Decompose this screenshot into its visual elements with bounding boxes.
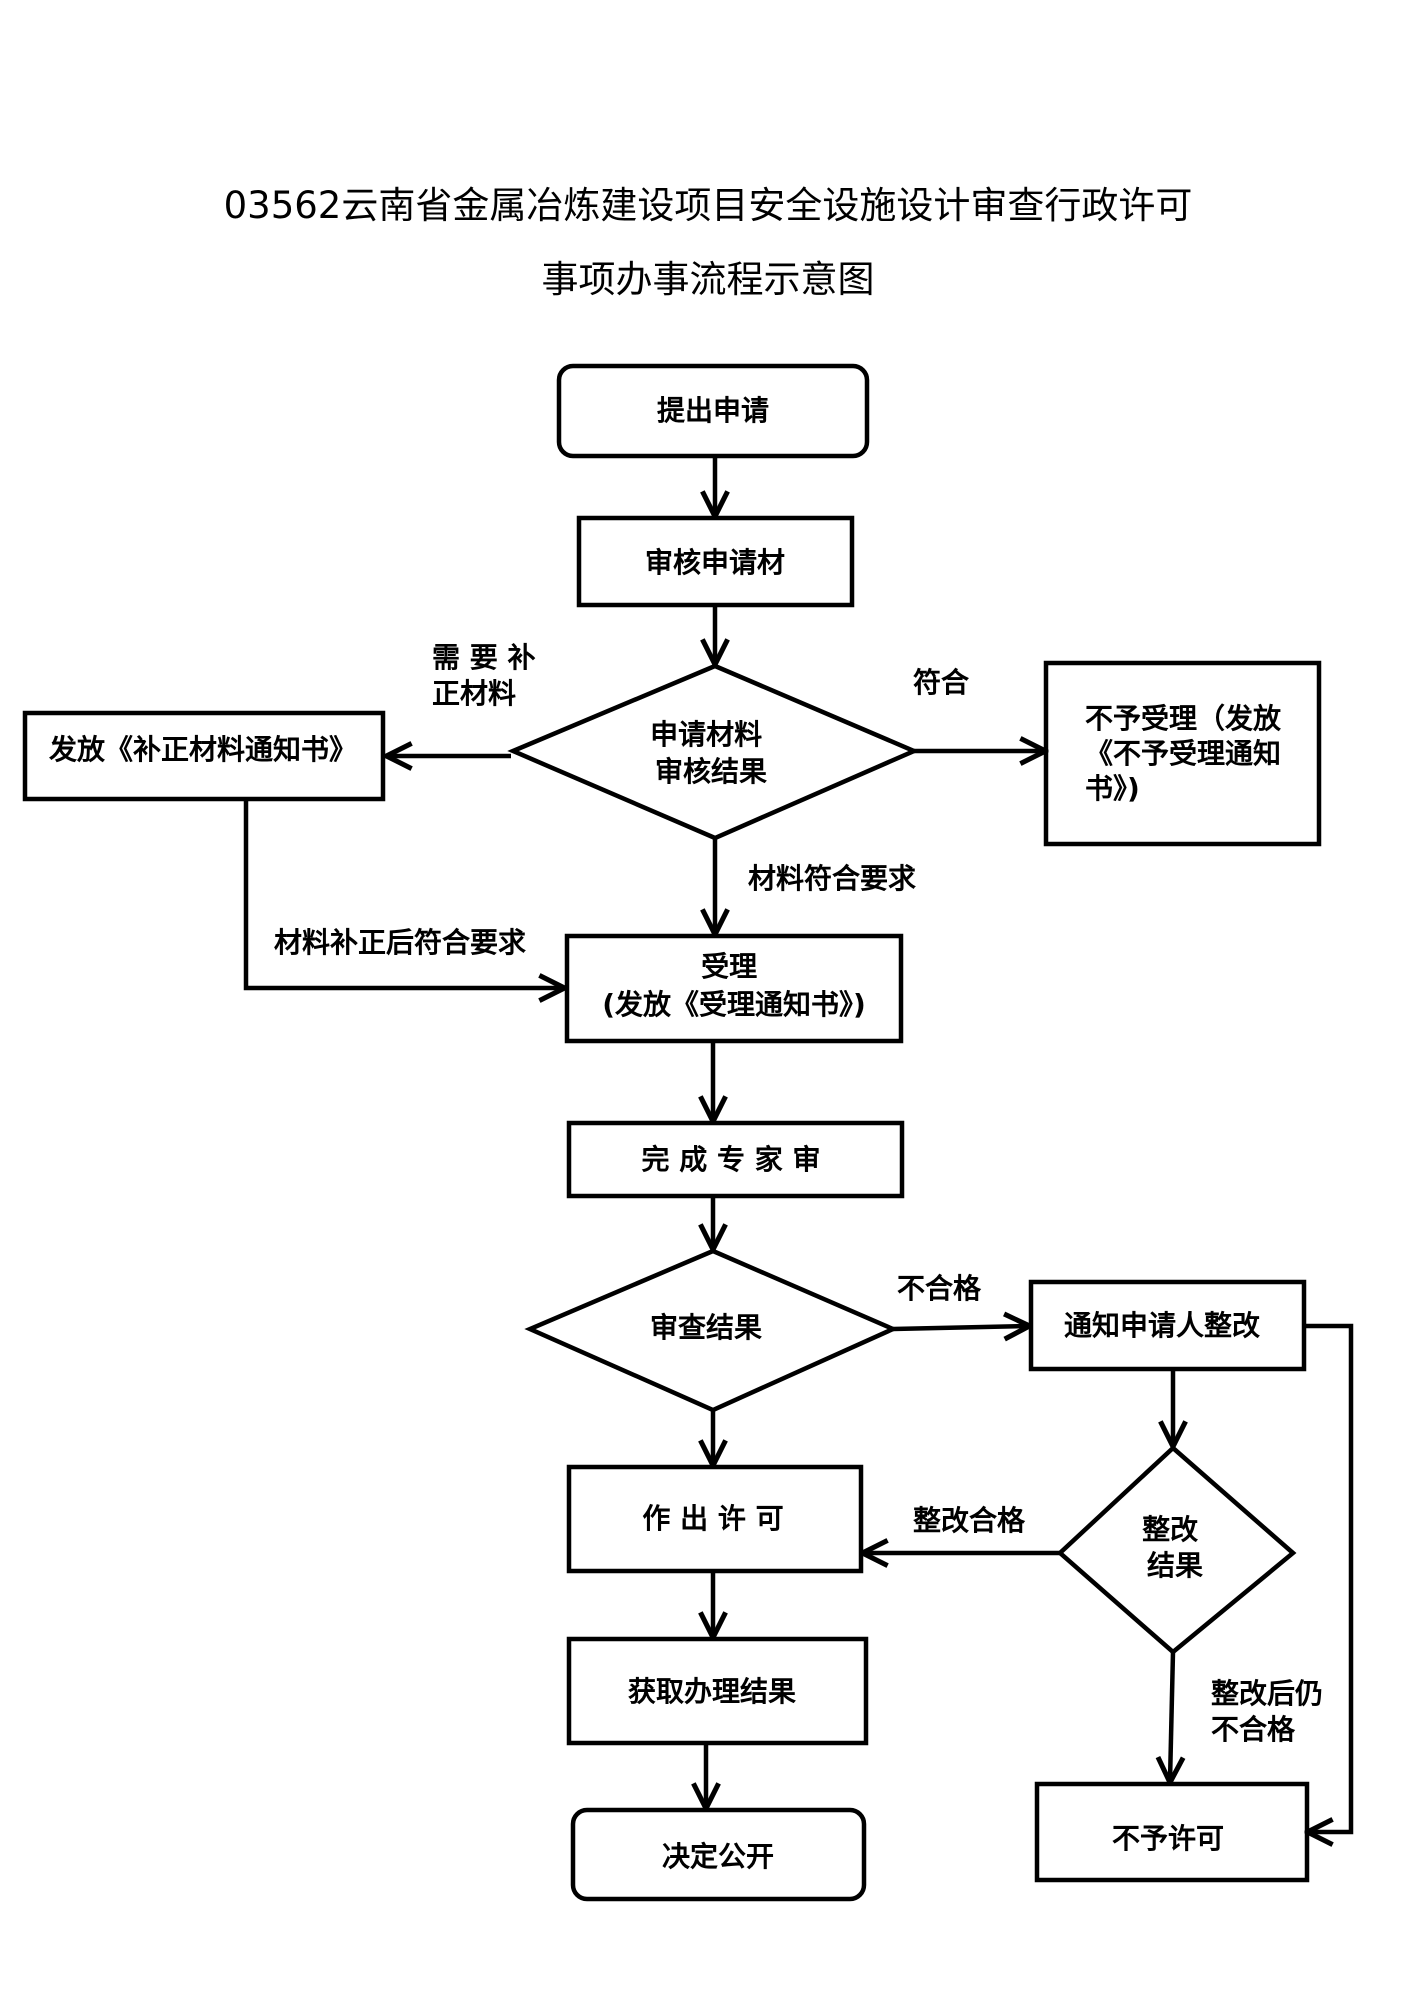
page-title-line2: 事项办事流程示意图 — [542, 258, 875, 301]
node-grant-permit-label: 作 出 许 可 — [642, 1502, 783, 1535]
edge-correction-to-accept — [243, 799, 563, 988]
node-accept-label: 受理 (发放《受理通知书》) — [602, 950, 866, 1021]
node-accept — [564, 933, 904, 1044]
node-publish-decision-label: 决定公开 — [662, 1840, 774, 1873]
node-submit-application — [556, 363, 870, 459]
edge-label-still-not-qualified: 整改后仍 不合格 — [1211, 1677, 1333, 1746]
node-material-review-result-label: 申请材料 审核结果 — [650, 718, 772, 788]
node-reject-acceptance — [1043, 660, 1322, 847]
node-rectification-result-label: 整改 结果 — [1142, 1513, 1208, 1582]
node-reject-acceptance-label: 不予受理（发放 《不予受理通知 书》) — [1085, 702, 1291, 805]
edge-label-not-qualified: 不合格 — [897, 1272, 982, 1305]
node-deny-permit-label: 不予许可 — [1112, 1822, 1224, 1855]
edge-label-rectify-qualified: 整改合格 — [913, 1504, 1026, 1537]
node-expert-review — [566, 1120, 905, 1199]
node-correction-notice — [22, 710, 386, 802]
edge-notify-to-deny — [1304, 1323, 1354, 1832]
node-expert-review-label: 完 成 专 家 审 — [642, 1143, 821, 1176]
node-obtain-result — [566, 1636, 869, 1746]
node-obtain-result-label: 获取办理结果 — [628, 1675, 796, 1708]
node-correction-notice-label: 发放《补正材料通知书》 — [48, 733, 357, 766]
edge-label-corrected-meet: 材料补正后符合要求 — [274, 926, 526, 959]
edge-label-conforms: 符合 — [913, 666, 970, 699]
node-material-review-result — [507, 663, 920, 841]
edge-review-to-notify — [892, 1326, 1028, 1329]
edge-rectify-to-deny — [1170, 1651, 1173, 1781]
node-review-result-label: 审查结果 — [650, 1311, 762, 1344]
node-review-materials-label: 审核申请材 — [645, 546, 785, 579]
page-title-line1: 03562云南省金属冶炼建设项目安全设施设计审查行政许可 — [224, 184, 1193, 227]
edge-label-need-correction: 需 要 补 正材料 — [432, 641, 545, 710]
node-notify-rectify-label: 通知申请人整改 — [1064, 1309, 1260, 1342]
node-review-materials — [576, 515, 855, 608]
edge-label-materials-meet: 材料符合要求 — [748, 862, 916, 895]
node-submit-application-label: 提出申请 — [657, 394, 769, 427]
